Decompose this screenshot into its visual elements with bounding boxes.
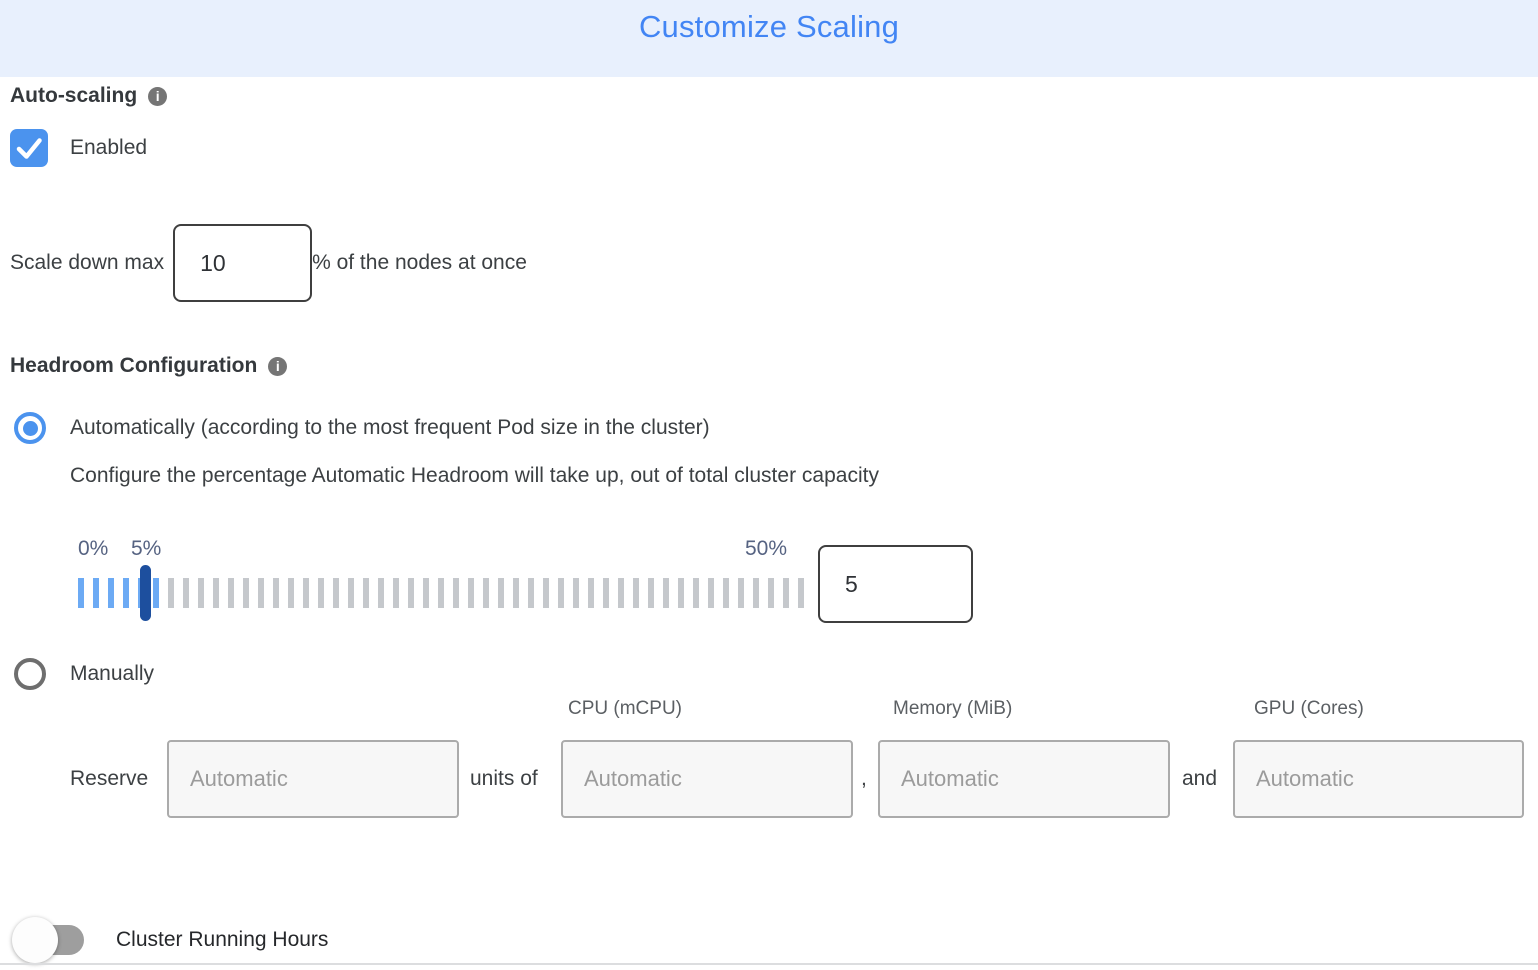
header-band: Customize Scaling — [0, 0, 1538, 77]
units-of-label: units of — [470, 767, 538, 790]
memory-input[interactable] — [878, 740, 1170, 818]
and-label: and — [1182, 767, 1218, 790]
manually-radio-label: Manually — [70, 662, 155, 685]
gpu-input[interactable] — [1233, 740, 1524, 818]
automatic-radio[interactable] — [14, 412, 46, 444]
headroom-automatic-option: Automatically (according to the most fre… — [14, 412, 710, 444]
slider-handle[interactable] — [140, 565, 151, 621]
memory-column-header: Memory (MiB) — [893, 698, 1013, 719]
manually-radio[interactable] — [14, 658, 46, 690]
scale-down-row: Scale down max % of the nodes at once — [10, 224, 527, 302]
cluster-running-hours-label: Cluster Running Hours — [116, 928, 329, 951]
headroom-percentage-slider[interactable] — [78, 565, 804, 621]
slider-current-label: 5% — [131, 537, 162, 560]
cpu-column-header: CPU (mCPU) — [568, 698, 682, 719]
info-icon[interactable]: i — [268, 356, 288, 376]
automatic-radio-label: Automatically (according to the most fre… — [70, 416, 710, 439]
auto-scaling-section-label: Auto-scaling i — [10, 84, 168, 108]
scale-down-prefix: Scale down max — [10, 251, 165, 274]
scale-down-max-input[interactable] — [173, 224, 313, 302]
cpu-input[interactable] — [561, 740, 853, 818]
info-icon[interactable]: i — [148, 86, 168, 106]
headroom-percentage-input[interactable] — [818, 545, 973, 623]
automatic-headroom-description: Configure the percentage Automatic Headr… — [70, 464, 879, 487]
checkmark-icon — [16, 138, 42, 159]
auto-scaling-enabled-row: Enabled — [10, 129, 147, 167]
page-title: Customize Scaling — [638, 9, 900, 44]
reserve-units-input[interactable] — [167, 740, 459, 818]
cluster-running-hours-row: Cluster Running Hours — [12, 917, 329, 963]
headroom-section-label: Headroom Configuration i — [10, 354, 288, 378]
cluster-running-hours-toggle[interactable] — [12, 917, 84, 963]
headroom-manual-option: Manually — [14, 658, 154, 690]
auto-scaling-enabled-checkbox[interactable] — [10, 129, 48, 167]
reserve-label: Reserve — [70, 767, 149, 790]
enabled-label: Enabled — [70, 136, 148, 159]
gpu-column-header: GPU (Cores) — [1254, 698, 1364, 719]
slider-max-label: 50% — [745, 537, 788, 560]
slider-min-label: 0% — [78, 537, 109, 560]
auto-scaling-label: Auto-scaling — [10, 84, 138, 107]
bottom-divider — [0, 963, 1538, 965]
headroom-label: Headroom Configuration — [10, 354, 258, 377]
comma-separator: , — [861, 767, 867, 790]
toggle-knob-icon — [12, 917, 58, 963]
radio-dot — [22, 420, 38, 436]
scale-down-suffix: % of the nodes at once — [312, 251, 527, 274]
